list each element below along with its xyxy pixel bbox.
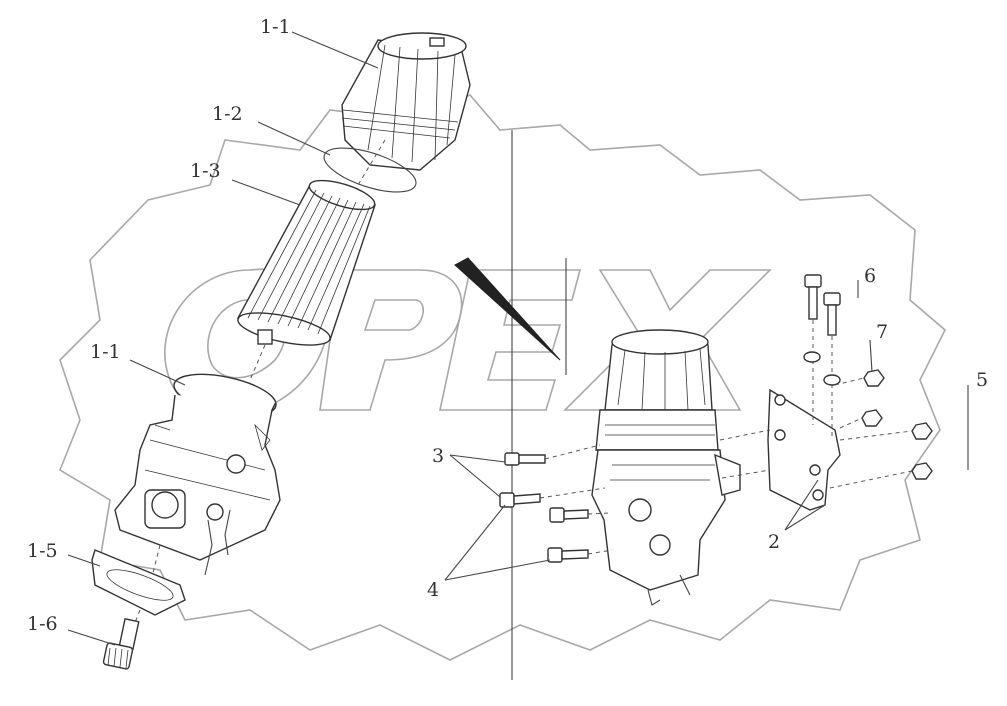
- o-ring: [323, 147, 417, 193]
- filter-cap: [341, 32, 471, 171]
- label-o-ring: 1-2: [212, 103, 243, 125]
- filter-housing: [114, 373, 281, 576]
- bolt-4-upper: [549, 507, 611, 523]
- label-filter-element: 1-3: [190, 160, 221, 182]
- bolt-6-left: [804, 274, 822, 425]
- label-bracket-2: 2: [768, 531, 780, 553]
- label-nut-7: 7: [876, 321, 888, 343]
- bottom-cover: [91, 549, 186, 616]
- zoom-pointer: [454, 257, 561, 361]
- label-housing: 1-1: [90, 341, 121, 363]
- assembled-filter: [591, 329, 741, 606]
- label-filter-cap: 1-1: [260, 16, 291, 38]
- axis-dash-upper: [354, 139, 386, 191]
- leader-lines: [67, 31, 969, 646]
- drain-plug: [102, 618, 140, 670]
- label-bottom-cover: 1-5: [27, 540, 58, 562]
- washer-left: [803, 351, 821, 363]
- label-drain-plug: 1-6: [27, 613, 58, 635]
- label-item-5: 5: [976, 369, 988, 391]
- bolt-3-lower: [499, 487, 606, 508]
- label-bolt-3: 3: [432, 445, 444, 467]
- bolt-6-right: [823, 292, 841, 440]
- bolt-3-upper: [504, 444, 601, 466]
- label-washer-4: 4: [427, 579, 439, 601]
- axis-dash-mid: [249, 344, 266, 381]
- nut-7-group: [829, 369, 933, 489]
- bolt-4-lower: [547, 547, 613, 563]
- label-bolt-6: 6: [864, 265, 876, 287]
- filter-element: [236, 179, 376, 346]
- washer-right: [823, 374, 841, 386]
